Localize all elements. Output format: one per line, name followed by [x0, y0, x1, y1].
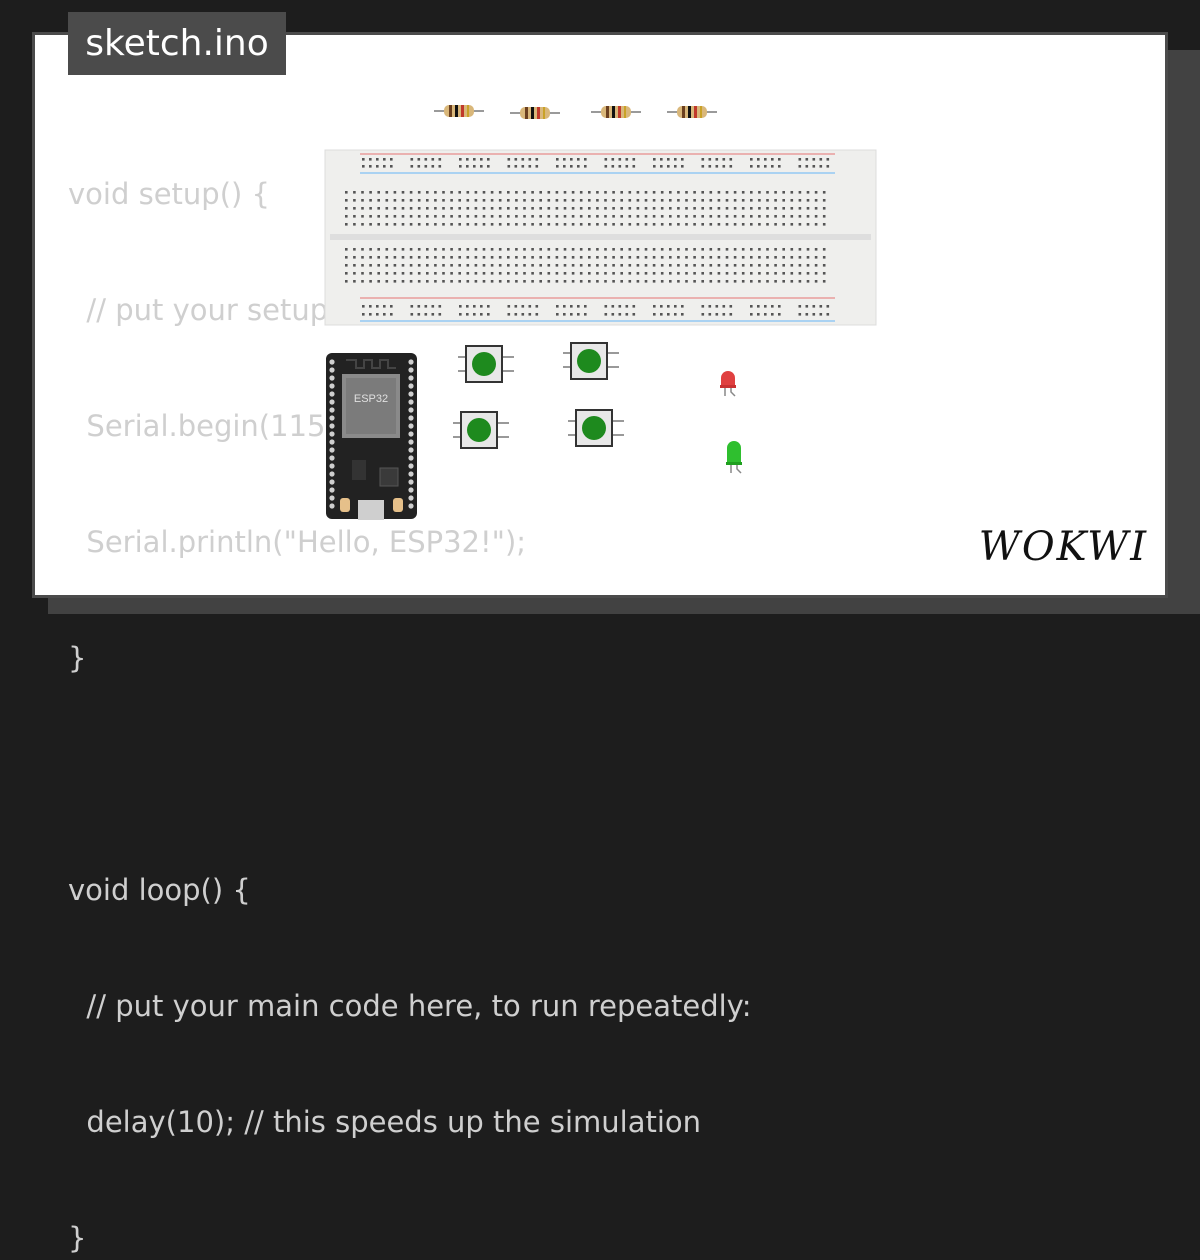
code-line: } [68, 641, 87, 675]
resistor-4[interactable] [667, 106, 717, 118]
esp32-board[interactable]: ESP32 [326, 353, 417, 520]
code-line: delay(10); // this speeds up the simulat… [68, 1105, 702, 1139]
pushbutton-1[interactable] [458, 345, 514, 383]
wokwi-logo: WOKWI [978, 524, 1148, 570]
breadboard[interactable] [324, 149, 877, 326]
pushbutton-4[interactable] [568, 409, 624, 447]
code-line [68, 750, 752, 798]
pushbutton-3[interactable] [453, 411, 509, 449]
code-line: Serial.println("Hello, ESP32!"); [68, 525, 527, 559]
pushbutton-2[interactable] [563, 342, 619, 380]
resistor-2[interactable] [510, 107, 560, 119]
terminal-strip-top [345, 191, 826, 226]
resistor-1[interactable] [434, 105, 484, 117]
file-tab[interactable]: sketch.ino [68, 12, 286, 75]
led-green[interactable] [726, 441, 742, 474]
terminal-strip-bottom [345, 248, 826, 283]
resistor-3[interactable] [591, 106, 641, 118]
code-line: } [68, 1221, 87, 1255]
code-line: void setup() { [68, 177, 270, 211]
code-line: void loop() { [68, 873, 251, 907]
circuit-diagram: ESP32 [324, 105, 877, 520]
chip-label: ESP32 [354, 393, 388, 405]
led-red[interactable] [720, 371, 736, 397]
pin-header-left [329, 359, 335, 509]
code-line: // put your main code here, to run repea… [68, 989, 752, 1023]
power-rail-top [362, 158, 830, 168]
power-rail-bottom [362, 305, 830, 316]
pin-header-right [408, 359, 414, 509]
